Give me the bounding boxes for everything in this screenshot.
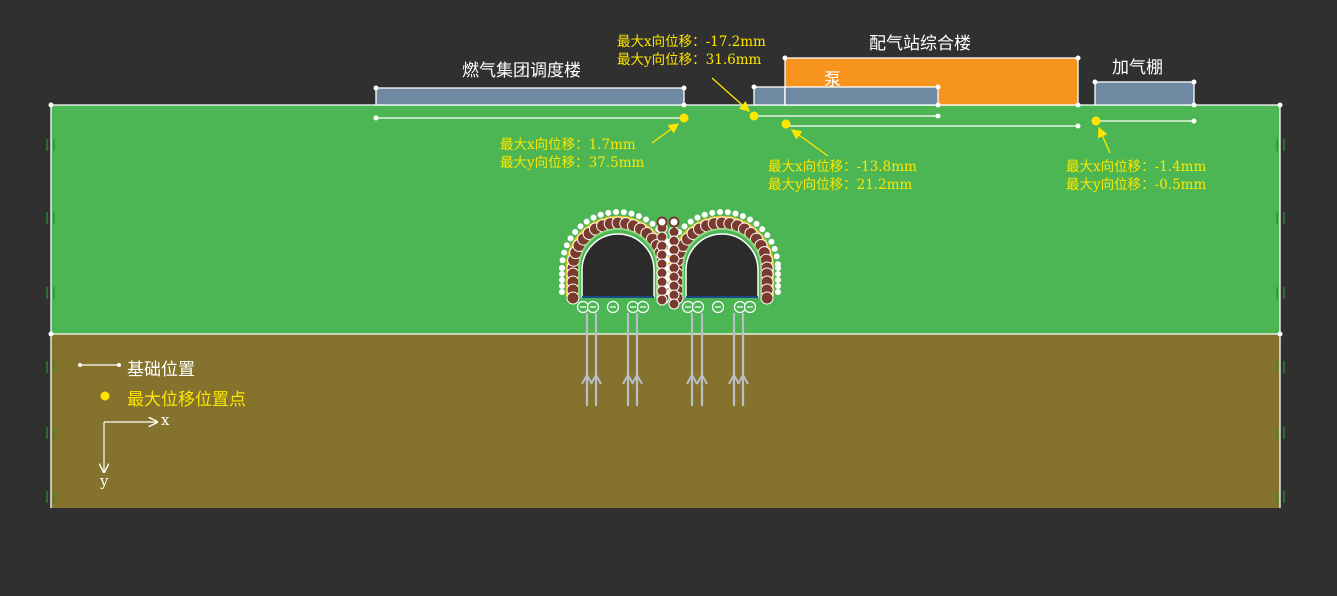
leader-arrow-3 <box>790 129 829 157</box>
max-point-station-a <box>749 111 759 121</box>
max-point-shed <box>1091 116 1101 126</box>
gas-shed <box>1094 81 1195 106</box>
annotation-station-a: 最大x向位移：-17.2mm 最大y向位移：31.6mm <box>617 34 766 68</box>
label-dispatch-building: 燃气集团调度楼 <box>462 61 581 81</box>
label-gas-shed: 加气棚 <box>1112 58 1163 78</box>
y-axis-label: y <box>100 472 109 490</box>
legend-max-point-label: 最大位移位置点 <box>127 390 246 410</box>
soil-layer-lower <box>51 334 1280 508</box>
middle-pillar <box>656 216 680 310</box>
invert-symbols <box>576 300 757 314</box>
tunnel-right-opening <box>685 233 759 298</box>
annotation-shed: 最大x向位移：-1.4mm 最大y向位移：-0.5mm <box>1066 159 1207 193</box>
tunnel-right-support <box>663 209 781 305</box>
leader-arrow-4 <box>1097 126 1111 154</box>
label-pump: 泵 <box>824 70 841 90</box>
x-axis-label: x <box>161 411 170 429</box>
tunnel-group <box>559 209 781 406</box>
dispatch-building <box>375 87 685 106</box>
leader-arrow-2 <box>711 77 750 112</box>
tunnel-left-opening <box>581 233 655 298</box>
station-building-left <box>753 86 786 106</box>
leader-arrow-1 <box>651 123 680 144</box>
max-point-dispatch <box>679 113 689 123</box>
legend-foundation-label: 基础位置 <box>127 360 195 380</box>
station-building-right <box>784 86 939 106</box>
max-point-station-b <box>781 119 791 129</box>
legend-max-point-dot <box>100 391 110 401</box>
annotation-dispatch: 最大x向位移：1.7mm 最大y向位移：37.5mm <box>500 137 645 171</box>
pile-arrows <box>581 313 749 406</box>
annotation-station-b: 最大x向位移：-13.8mm 最大y向位移：21.2mm <box>768 159 917 193</box>
label-station-building: 配气站综合楼 <box>869 34 971 54</box>
